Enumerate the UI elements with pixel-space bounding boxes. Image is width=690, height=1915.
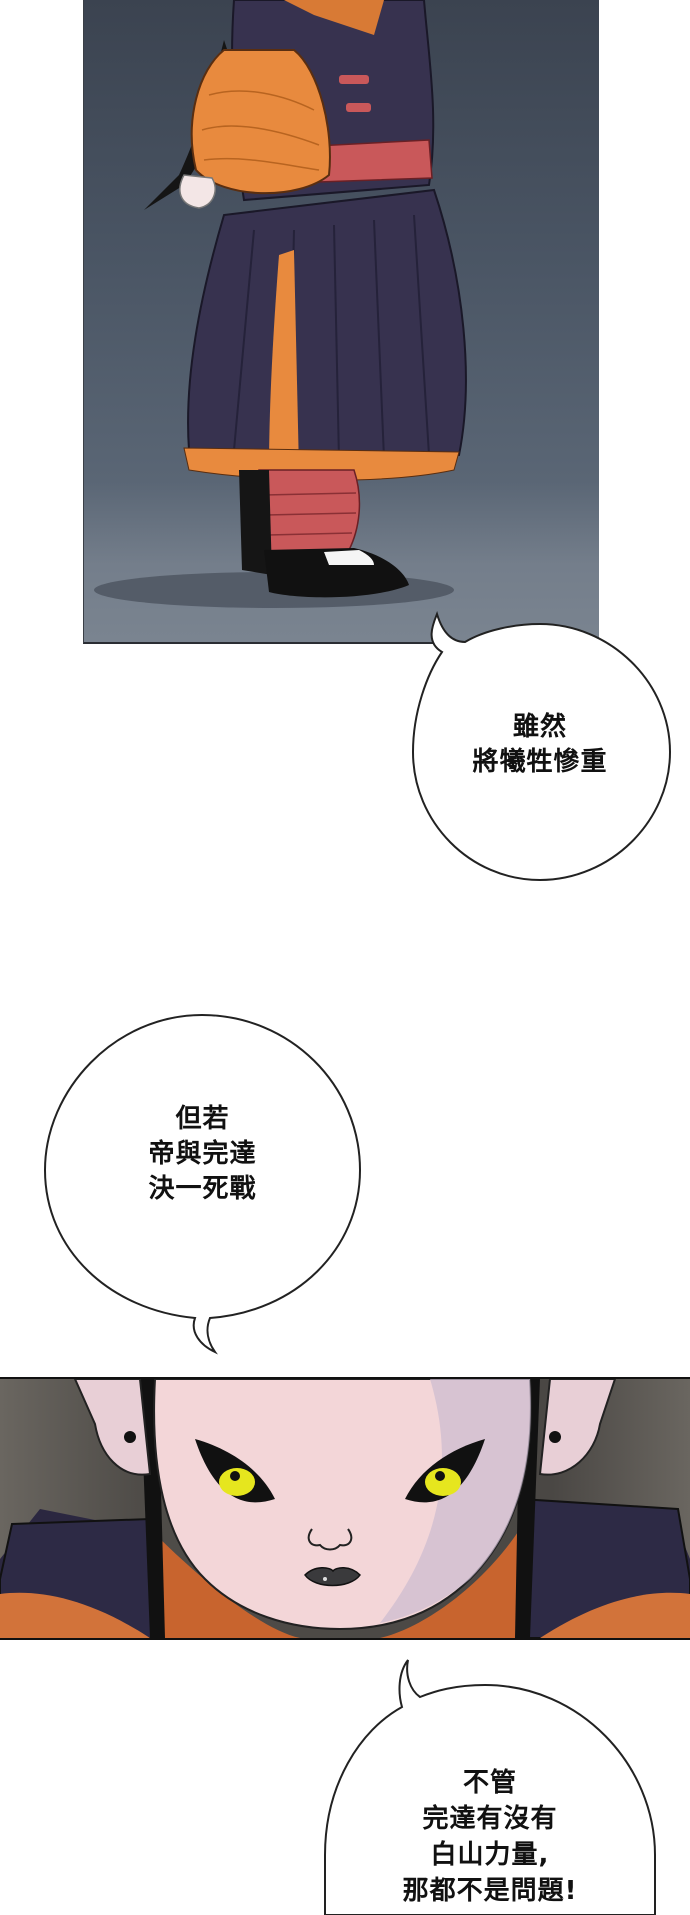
speech-bubble-3-text: 不管 完達有沒有 白山力量, 那都不是問題! xyxy=(360,1765,620,1909)
speech-bubble-2 xyxy=(43,1013,362,1355)
bubble-1-line-1: 雖然 xyxy=(512,712,567,742)
bubble-1-line-2: 將犧牲慘重 xyxy=(472,747,608,777)
speech-bubble-1 xyxy=(411,610,672,882)
speech-bubble-1-text: 雖然 將犧牲慘重 xyxy=(435,710,645,780)
comic-panel-face-closeup xyxy=(0,1377,690,1640)
comic-panel-standing-character xyxy=(83,0,599,644)
standing-character-illustration xyxy=(94,0,467,608)
bubble-2-line-2: 帝與完達 xyxy=(148,1139,257,1169)
bubble-3-line-1: 不管 xyxy=(462,1768,517,1798)
speech-bubble-3 xyxy=(324,1659,656,1915)
bubble-2-line-3: 決一死戰 xyxy=(148,1174,257,1204)
speech-bubble-2-text: 但若 帝與完達 決一死戰 xyxy=(95,1102,310,1207)
bubble-2-line-1: 但若 xyxy=(175,1104,230,1134)
bubble-3-line-2: 完達有沒有 xyxy=(422,1804,558,1834)
bubble-3-line-3: 白山力量, xyxy=(430,1840,550,1870)
face-closeup-illustration xyxy=(0,1379,690,1638)
bubble-3-line-4: 那都不是問題! xyxy=(402,1876,578,1906)
